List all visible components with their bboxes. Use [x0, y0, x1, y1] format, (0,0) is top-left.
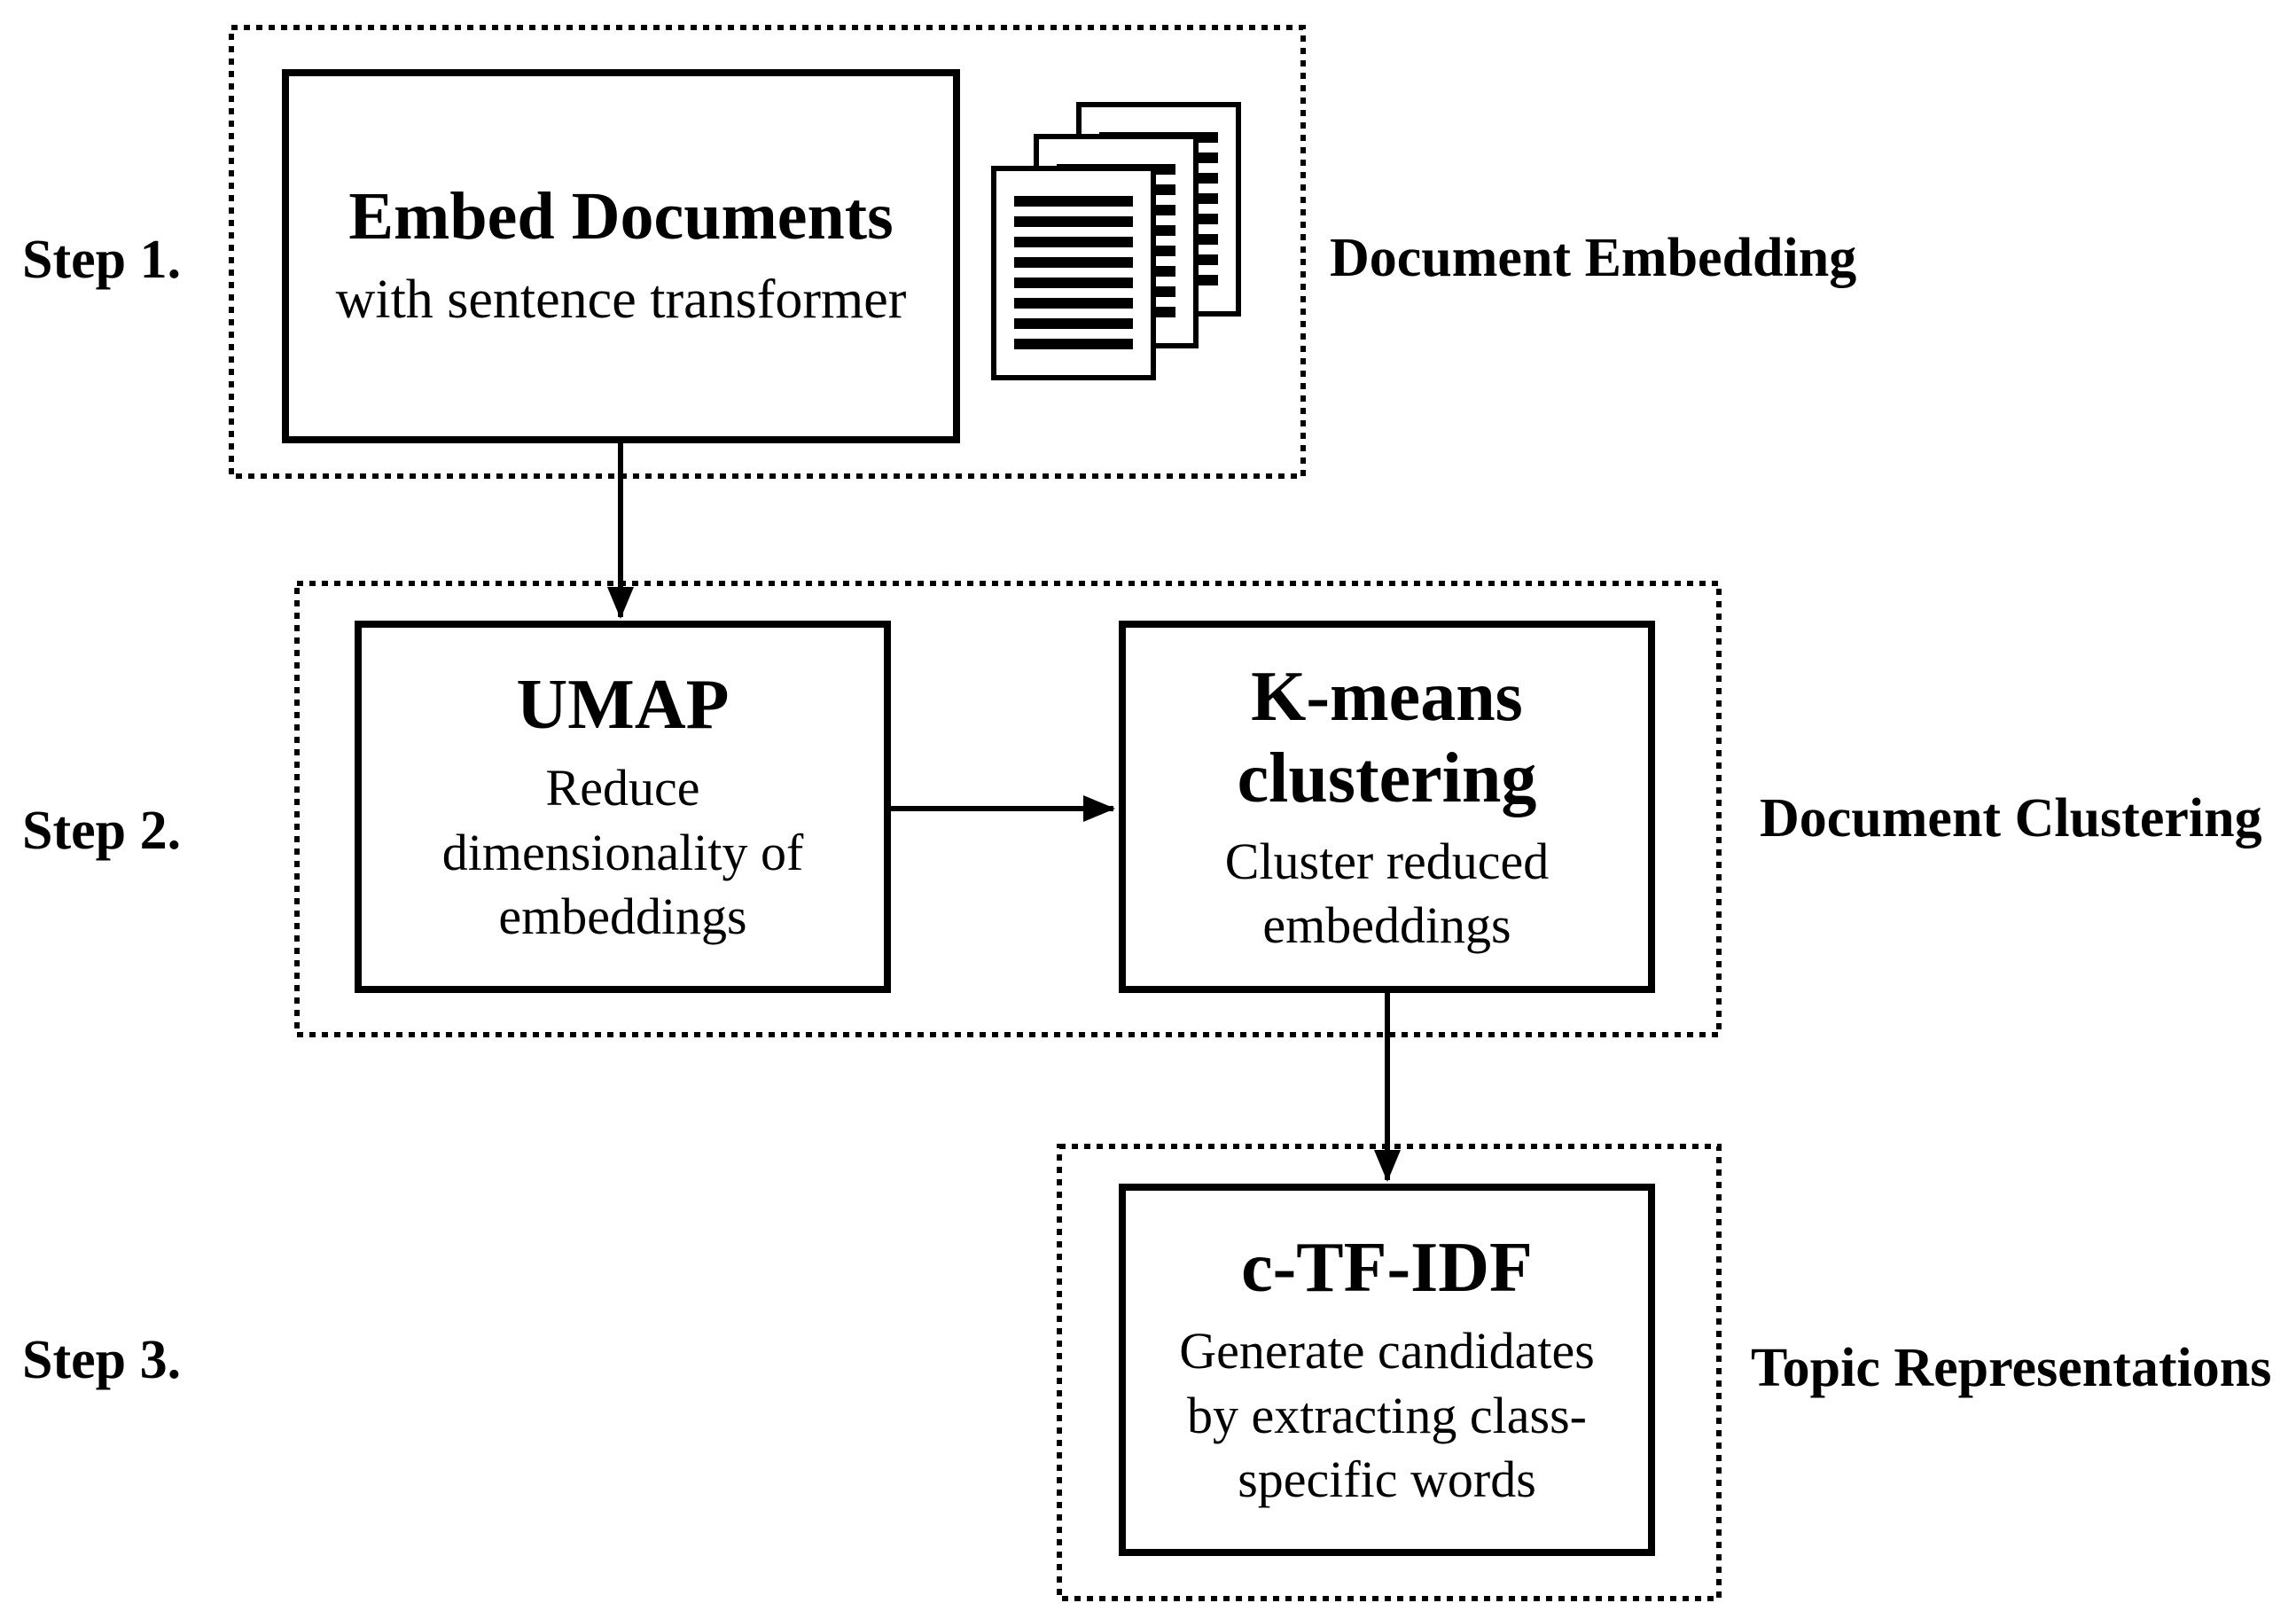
ctfidf-box: c-TF-IDF Generate candidates by extracti…	[1119, 1184, 1655, 1556]
document-page-icon	[991, 166, 1156, 380]
umap-box: UMAP Reduce dimensionality of embeddings	[355, 621, 891, 993]
umap-title: UMAP	[516, 666, 730, 745]
stage3-label: Topic Representations	[1751, 1338, 2272, 1398]
step1-dotted-frame	[229, 25, 1306, 479]
kmeans-title: K-means clustering	[1237, 657, 1537, 817]
kmeans-box: K-means clustering Cluster reduced embed…	[1119, 621, 1655, 993]
embed-documents-subtitle: with sentence transformer	[335, 269, 907, 330]
stacked-documents-icon	[991, 102, 1257, 395]
kmeans-subtitle: Cluster reduced embeddings	[1224, 832, 1550, 955]
ctfidf-title: c-TF-IDF	[1241, 1229, 1533, 1308]
step2-label: Step 2.	[22, 801, 182, 861]
stage1-label: Document Embedding	[1330, 228, 1857, 288]
step1-label: Step 1.	[22, 230, 182, 290]
step2-dotted-frame	[294, 581, 1722, 1037]
step3-dotted-frame	[1057, 1144, 1722, 1601]
embed-documents-box: Embed Documents with sentence transforme…	[282, 69, 960, 443]
umap-subtitle: Reduce dimensionality of embeddings	[441, 759, 804, 946]
step3-label: Step 3.	[22, 1330, 182, 1390]
embed-documents-title: Embed Documents	[348, 178, 894, 254]
ctfidf-subtitle: Generate candidates by extracting class-…	[1179, 1322, 1595, 1509]
stage2-label: Document Clustering	[1760, 788, 2262, 848]
